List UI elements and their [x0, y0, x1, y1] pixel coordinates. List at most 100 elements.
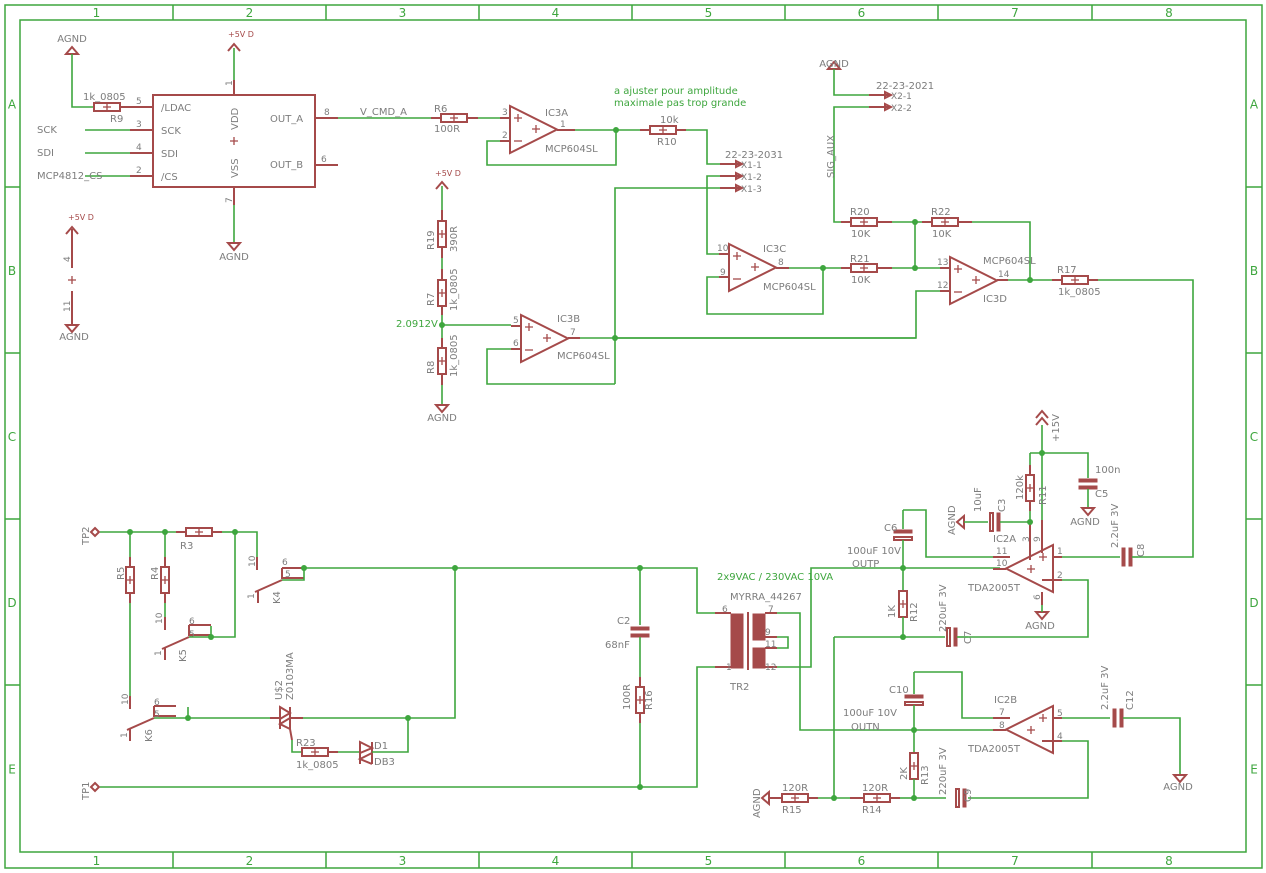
label: R9 — [110, 114, 123, 125]
supply-label: +15V — [1051, 414, 1062, 442]
annotation-note: 2x9VAC / 230VAC 10VA — [717, 572, 833, 583]
net-label: SDI — [37, 148, 54, 159]
plus-mark — [1026, 484, 1034, 492]
label: TDA2005T — [967, 583, 1021, 594]
label: 100uF 10V — [843, 708, 897, 719]
plus-mark — [860, 218, 868, 226]
plus-mark — [1039, 553, 1047, 561]
plus-mark — [103, 103, 111, 111]
label: 7 — [999, 708, 1005, 718]
row-letter: C — [8, 430, 16, 444]
wire — [1123, 717, 1181, 775]
label: 6 — [189, 617, 195, 627]
label: 6 — [513, 339, 519, 349]
label: 9 — [720, 268, 726, 278]
agnd-symbol-icon — [63, 324, 81, 334]
label: X1-3 — [741, 185, 762, 195]
label: 6 — [154, 698, 160, 708]
connector-pin-icon — [869, 90, 894, 100]
resistor-R10 — [649, 125, 677, 135]
connector-pin-icon — [720, 171, 745, 181]
label: R21 — [850, 254, 870, 265]
row-letter: B — [8, 264, 16, 278]
plus-mark — [954, 265, 962, 273]
column-number: 4 — [552, 854, 560, 868]
label: R20 — [850, 207, 870, 218]
label: MCP604SL — [983, 256, 1036, 267]
wire — [903, 509, 993, 558]
label: 10k — [660, 115, 679, 126]
pin-label: SCK — [161, 126, 181, 137]
row-letter: E — [8, 763, 16, 777]
wire — [71, 54, 94, 108]
row-letter: A — [1250, 98, 1259, 112]
label: MCP604SL — [763, 282, 816, 293]
label: 8 — [324, 108, 330, 118]
label: K6 — [144, 729, 155, 742]
row-letter: D — [7, 596, 16, 610]
pin-label: OUT_B — [270, 160, 303, 171]
plus-mark — [899, 600, 907, 608]
resistor-R14 — [863, 793, 891, 803]
supply-label: AGND — [427, 413, 457, 424]
label: 1 — [247, 593, 257, 599]
label: TDA2005T — [967, 744, 1021, 755]
label: 220uF 3V — [938, 584, 949, 632]
label: 5 — [189, 630, 195, 640]
supply-label: +5V D — [435, 169, 461, 178]
label: C5 — [1095, 489, 1108, 500]
label: D1 — [374, 741, 388, 752]
wire — [686, 129, 720, 165]
label: R11 — [1038, 485, 1049, 505]
label: C7 — [963, 631, 974, 644]
junction-dot — [900, 565, 906, 571]
plus-mark — [1027, 726, 1035, 734]
capacitor-C12 — [1112, 708, 1124, 728]
label: 1k_0805 — [83, 92, 126, 103]
column-number: 5 — [705, 6, 713, 20]
column-number: 4 — [552, 6, 560, 20]
label: 7 — [225, 197, 235, 203]
label: 220uF 3V — [938, 747, 949, 795]
wire — [291, 740, 302, 753]
plus-mark — [659, 126, 667, 134]
column-number: 1 — [93, 6, 101, 20]
wire — [833, 69, 869, 96]
pin-label: OUT_A — [270, 114, 303, 125]
testpoint-label: TP2 — [81, 526, 92, 546]
plus-mark — [733, 252, 741, 260]
capacitor-C2 — [630, 626, 650, 638]
label: 11 — [63, 301, 73, 312]
inner-frame — [19, 19, 1247, 853]
column-number: 7 — [1011, 854, 1019, 868]
plus-mark — [941, 218, 949, 226]
capacitor-C10 — [904, 694, 924, 706]
column-number: 6 — [858, 6, 866, 20]
plus-mark — [751, 263, 759, 271]
label: K4 — [272, 591, 283, 604]
label: 68nF — [605, 640, 630, 651]
label: 1 — [1057, 547, 1063, 557]
column-number: 2 — [246, 6, 254, 20]
column-number: 8 — [1165, 6, 1173, 20]
row-letter: B — [1250, 264, 1258, 278]
plus-mark — [910, 762, 918, 770]
label: 5 — [154, 710, 160, 720]
label: 6 — [1033, 594, 1043, 600]
opamp-IC3C — [728, 242, 779, 293]
plus-mark — [972, 276, 980, 284]
supply-label: AGND — [1163, 782, 1193, 793]
label: 2 — [1057, 571, 1063, 581]
label: R6 — [434, 104, 447, 115]
plus-mark — [860, 264, 868, 272]
label: C6 — [884, 523, 897, 534]
supply-label: AGND — [819, 59, 849, 70]
resistor-R6 — [440, 113, 468, 123]
label: R13 — [920, 765, 931, 785]
annotation-note: maximale pas trop grande — [614, 98, 746, 109]
label: 6 — [722, 605, 728, 615]
resistor-R17 — [1061, 275, 1089, 285]
plus-mark — [1071, 276, 1079, 284]
label: R15 — [782, 805, 802, 816]
label: R8 — [426, 361, 437, 374]
